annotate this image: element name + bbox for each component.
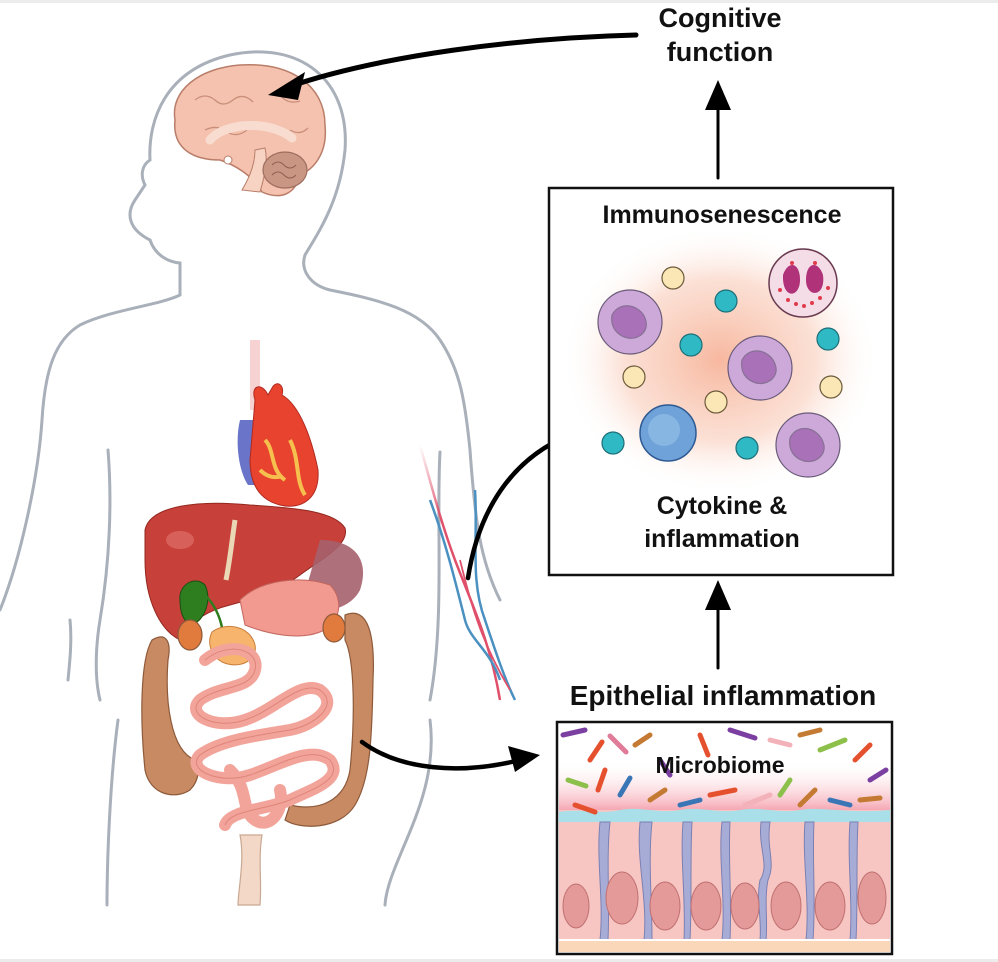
small-intestine-illustration: [190, 643, 340, 831]
top-border: [0, 0, 998, 3]
eosinophil-cell: [768, 248, 838, 318]
colon-illustration: [141, 612, 374, 906]
granulocyte-cell: [597, 289, 841, 478]
arrow-to-epithelium: [359, 739, 523, 771]
arrow-to-brain: [282, 32, 639, 91]
epithelial-box: [555, 720, 894, 956]
liver-illustration: [144, 502, 364, 666]
epithelial-inflammation-title: Epithelial inflammation: [569, 680, 877, 711]
arm-blood-vessels: [418, 444, 517, 701]
cognitive-function-line: function: [666, 36, 774, 67]
heart-illustration: [237, 340, 319, 507]
cytokines-teal: [601, 289, 840, 460]
microbiome-label: Microbiome: [655, 752, 785, 778]
body-outline: [0, 50, 502, 907]
cytokines-cream: [622, 266, 843, 414]
immunosenescence-title: Immunosenescence: [602, 201, 842, 229]
bacteria: [560, 727, 889, 815]
cytokine-inflammation-label: Cytokine & inflammation: [552, 490, 892, 555]
immunosenescence-box: [547, 186, 895, 577]
lymphocyte-cell: [639, 404, 697, 462]
cytokine-inflammation-line: inflammation: [644, 524, 800, 553]
tight-junctions: [598, 821, 859, 941]
cell-nuclei: [562, 871, 887, 931]
cytokine-inflammation-line: Cytokine &: [656, 492, 788, 520]
bottom-border: [0, 959, 998, 962]
cognitive-function-line: Cognitive: [658, 3, 782, 33]
